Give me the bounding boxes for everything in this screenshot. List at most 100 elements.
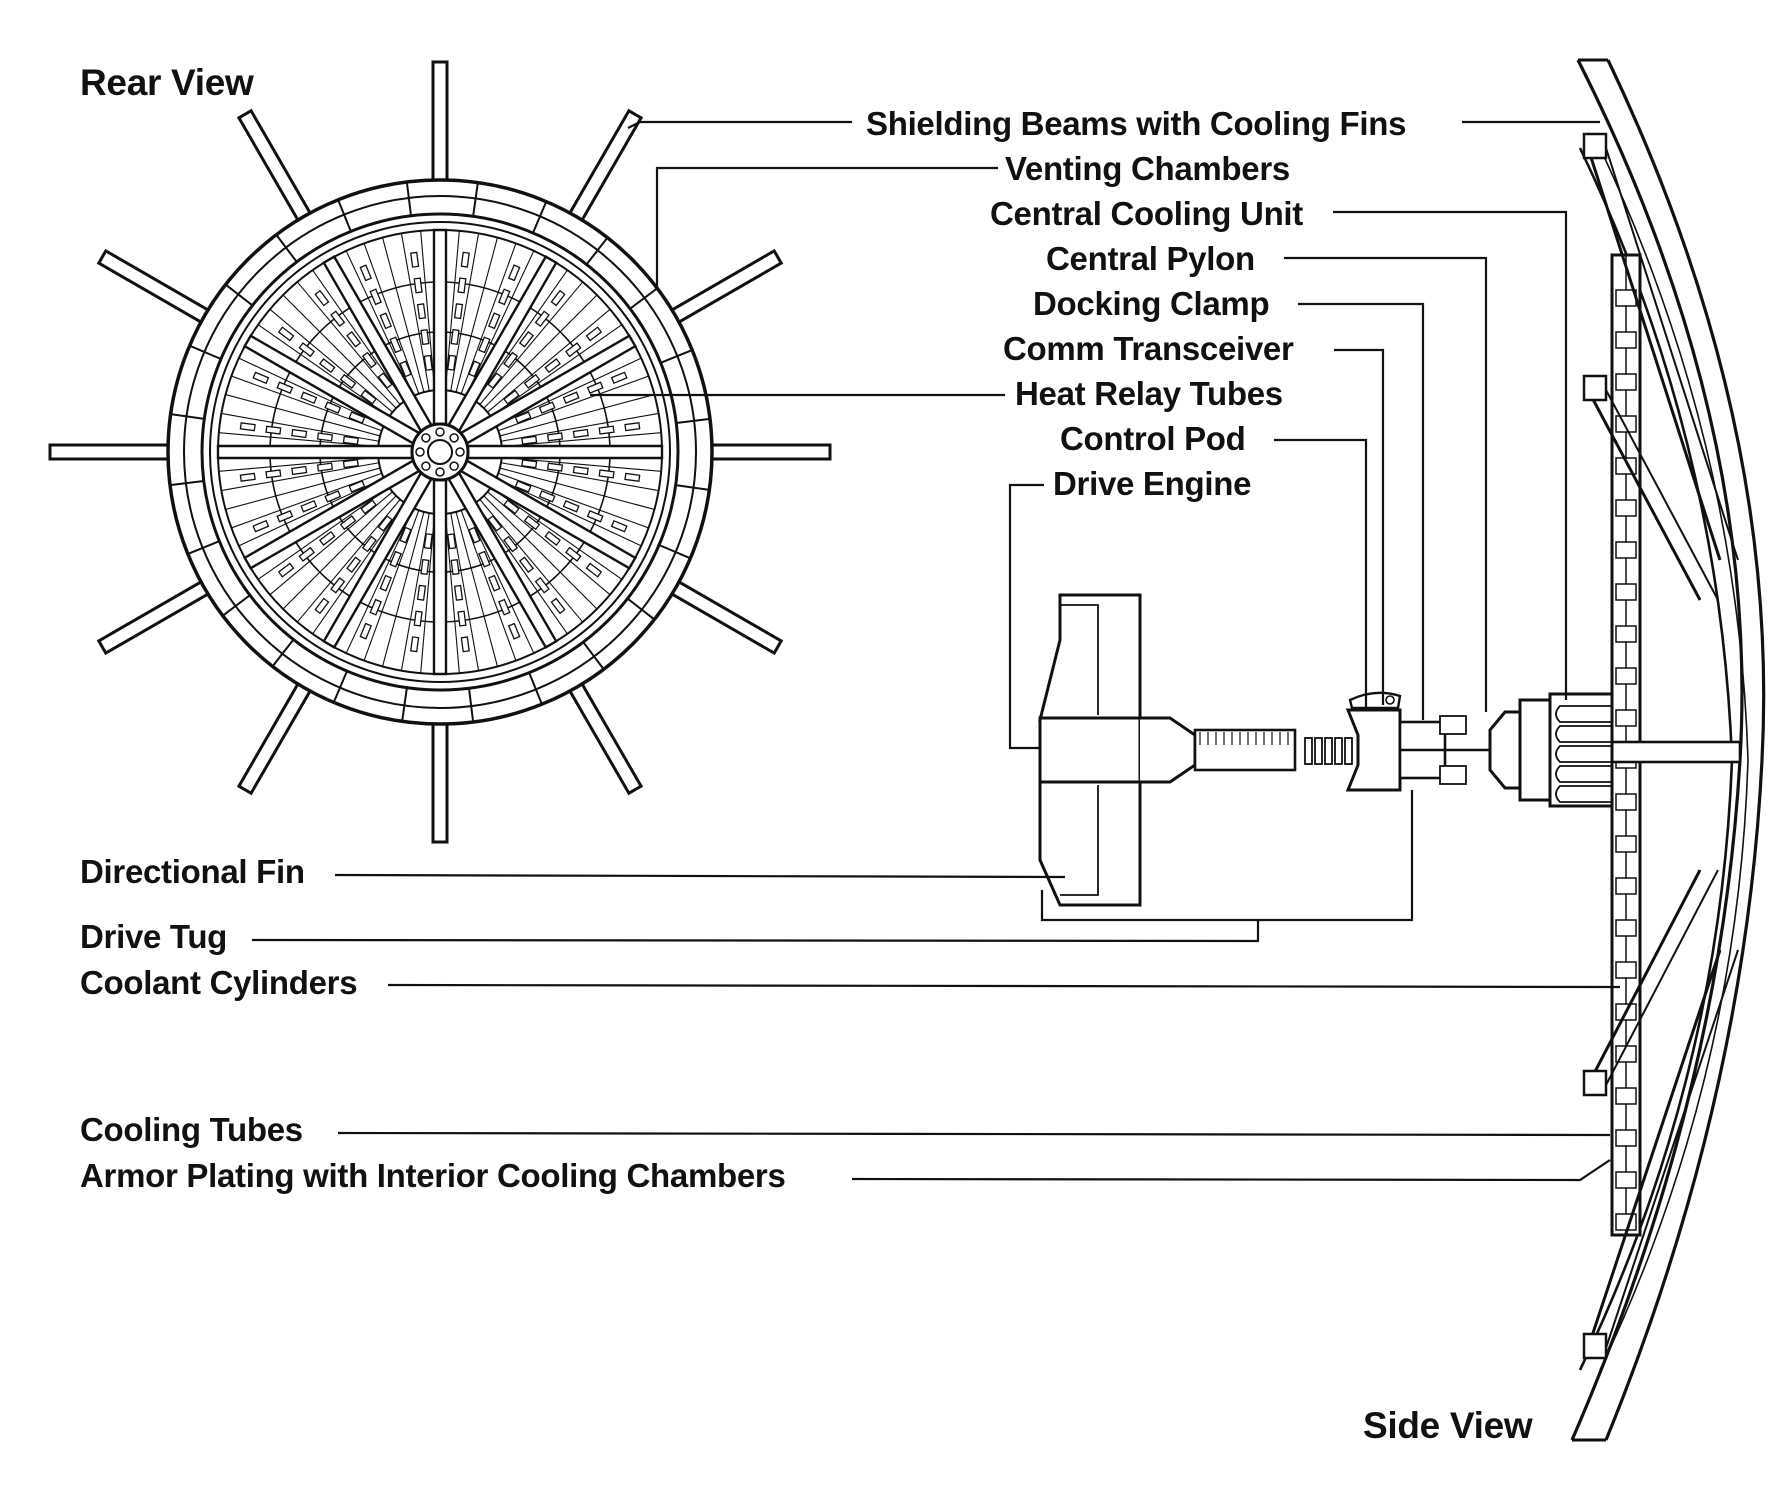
cooling-tube-line [231,472,382,529]
coolant-cylinder-cap [1582,1069,1608,1097]
hub-bolt [421,461,431,471]
heat-relay-tube [487,372,503,389]
central-pylon [1610,740,1742,764]
callout-armor-plating: Armor Plating with Interior Cooling Cham… [80,1157,786,1194]
heat-relay-tube [586,509,604,523]
heat-relay-tube [518,556,535,573]
cooling-chamber-cell [1615,667,1637,685]
cooling-tube-edge [1605,147,1739,561]
cooling-fin [1555,765,1612,783]
leader-drive-engine [1008,483,1044,750]
heat-relay-tube [450,558,460,576]
heat-relay-tube [252,519,270,533]
cooling-tube-line [490,487,623,580]
heat-relay-tube [544,530,561,546]
heat-relay-tube [562,500,580,513]
cooling-tube-line [460,243,517,394]
heat-relay-tube [361,351,377,369]
heat-relay-tube [457,277,467,294]
cooling-tube [1586,389,1702,601]
heat-relay-tube [339,515,357,531]
central-hub-core [427,439,453,465]
cooling-tube-line [475,269,568,402]
heat-relay-tube [318,530,336,546]
callout-heat-relay-tubes: Heat Relay Tubes [1015,375,1283,412]
cooling-tube-line [495,357,642,427]
venting-chamber-divider [170,413,205,420]
heat-relay-tube [416,584,427,601]
heat-relay-tube [348,411,366,424]
cooling-tube-line [465,250,535,397]
coolant-cylinder-cap [1582,132,1608,160]
venting-chamber-divider [222,594,251,617]
venting-chamber-divider [528,672,543,705]
cooling-tube-line [465,507,535,654]
central-hub [410,422,470,482]
venting-chamber-divider [629,287,658,310]
heat-relay-tube [450,328,460,346]
callout-shielding-beams: Shielding Beams with Cooling Fins [866,105,1407,142]
leader-drive-tug-bracket [1040,790,1414,922]
cooling-tube-line [501,456,662,472]
heat-relay-tube [610,519,628,533]
heat-relay-tube [565,546,582,562]
venting-chamber-divider [585,237,609,266]
cooling-tube-line [257,324,390,417]
heat-relay-tube [503,535,519,553]
cooling-tube-line [500,462,659,492]
comm-transceiver-dish [1385,695,1395,705]
callout-drive-tug: Drive Tug [80,918,228,955]
cooling-spoke [432,478,448,676]
heat-relay-tube [377,372,393,389]
cooling-tube-line [382,511,425,667]
cooling-spoke [216,444,414,460]
venting-chamber-ring [200,212,680,692]
heat-relay-tube [379,574,393,592]
heat-relay-tube [377,515,393,532]
cooling-tube-line [221,462,380,492]
shielding-beam [668,578,784,656]
hub-bolt [455,447,465,457]
heat-relay-tube [410,636,420,653]
heat-relay-tube [497,598,511,616]
heat-relay-tube [399,360,412,378]
armor-ring [183,195,697,709]
heat-relay-tube [538,490,556,503]
cooling-chamber-cell [1615,1171,1637,1189]
cooling-tube [1586,949,1722,1349]
drive-shaft [1193,728,1297,772]
heat-relay-tube [488,312,501,330]
cooling-chamber-cell [1615,961,1637,979]
heat-relay-tube [478,336,491,354]
heat-relay-tube [265,425,282,435]
heat-relay-tube [546,432,564,442]
coolant-cylinder-cap [1582,1332,1608,1360]
heat-relay-tube [291,465,308,476]
cooling-fin [1555,785,1612,803]
heat-relay-tube [339,373,357,389]
venting-chamber-divider [658,544,691,560]
heat-relay-tube [447,533,457,550]
heat-relay-tube [298,342,315,358]
heat-relay-tube [468,526,481,544]
venting-chamber-divider [169,480,204,487]
cooling-chamber-cell [1615,1087,1637,1105]
heat-relay-tube [550,289,566,307]
shielding-beam [48,443,172,461]
leader-directional-fin [334,873,1066,879]
heat-relay-tube [413,277,423,294]
heat-relay-tube [514,411,532,424]
shielding-beam [431,720,449,844]
hub-bolt [449,433,459,443]
cooling-tube-line [444,230,460,391]
cooling-tube-line [269,491,393,596]
cooling-tube-line [487,308,611,413]
cooling-tube-line [238,357,385,427]
callout-directional-fin: Directional Fin [80,853,305,890]
shield-curve-inner-edge [1599,147,1749,1371]
cooling-tube-line [450,512,480,671]
heat-relay-tube [413,610,423,627]
heat-relay-tube [447,354,457,371]
cooling-fin [1555,725,1612,743]
cooling-tube-line [487,491,611,596]
